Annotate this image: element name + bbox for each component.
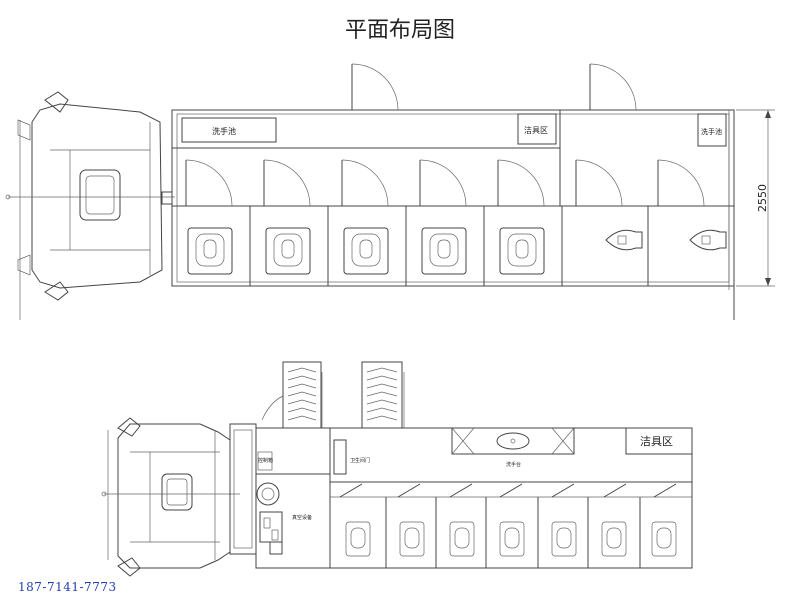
top-fixtures <box>181 113 727 147</box>
squat-toilet-icon <box>187 227 233 275</box>
top-body-shell <box>171 109 735 320</box>
bottom-control-label: 控制箱 <box>258 457 273 464</box>
top-wash-label-left: 洗手池 <box>212 126 236 136</box>
top-entry-doors <box>351 63 637 111</box>
bottom-vacuum-label: 真空设备 <box>292 514 312 521</box>
bottom-sink-area <box>451 427 693 455</box>
top-truck-cab <box>5 91 175 320</box>
top-width-dimension <box>736 109 775 287</box>
page-title: 平面布局图 <box>344 18 455 43</box>
squat-toilet-icon <box>421 227 467 275</box>
contact-phone: 187-7141-7773 <box>18 580 117 594</box>
squat-toilet-icon <box>499 227 545 275</box>
squat-toilet-icon <box>551 521 577 557</box>
sitting-toilet-icon <box>605 229 643 251</box>
top-wash-label-right: 洗手池 <box>701 127 722 136</box>
squat-toilet-icon <box>399 521 425 557</box>
squat-toilet-icon <box>345 521 371 557</box>
top-width-dimension-label: 2550 <box>756 184 769 212</box>
bottom-stalls <box>339 483 677 568</box>
bottom-clean-label: 洁具区 <box>640 435 673 448</box>
squat-toilet-icon <box>343 227 389 275</box>
squat-toilet-icon <box>651 521 677 557</box>
squat-toilet-icon <box>601 521 627 557</box>
bottom-truck-cab <box>101 417 257 577</box>
top-stalls <box>185 159 727 286</box>
bottom-stairs <box>261 361 405 429</box>
bottom-sink-label: 洗手台 <box>506 461 521 468</box>
top-clean-label: 洁具区 <box>524 125 548 135</box>
squat-toilet-icon <box>499 521 525 557</box>
bottom-equipment <box>256 439 347 555</box>
sitting-toilet-icon <box>689 229 727 251</box>
squat-toilet-icon <box>265 227 311 275</box>
squat-toilet-icon <box>449 521 475 557</box>
bottom-door-label: 卫生间门 <box>350 457 370 464</box>
